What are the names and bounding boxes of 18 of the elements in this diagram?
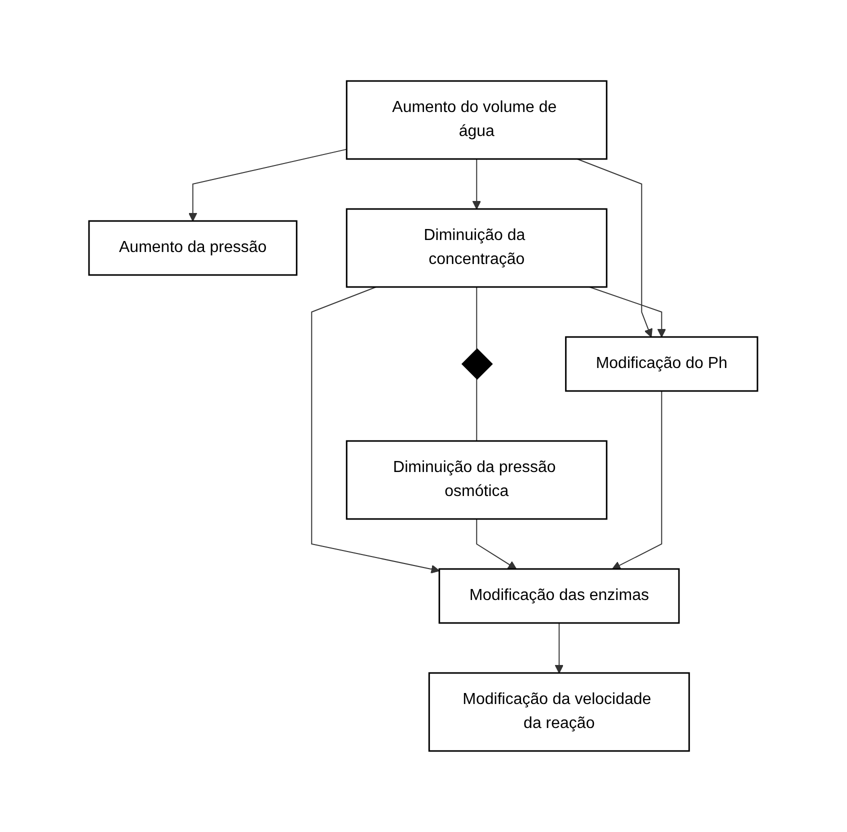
arrow xyxy=(555,622,564,674)
connector xyxy=(476,378,478,442)
arrow xyxy=(576,158,653,338)
arrow xyxy=(589,286,666,338)
arrow xyxy=(311,286,440,574)
node-box: Diminuição da pressão osmótica xyxy=(346,440,608,520)
node-diamond xyxy=(462,348,494,380)
arrow xyxy=(472,158,482,210)
connector xyxy=(476,286,478,350)
node-box: Aumento da pressão xyxy=(88,220,298,276)
arrow xyxy=(476,518,517,570)
node-box: Diminuição da concentração xyxy=(346,208,608,288)
arrow xyxy=(612,390,662,570)
node-box: Modificação da velocidade da reação xyxy=(428,672,690,752)
arrow xyxy=(188,148,348,222)
node-box: Modificação do Ph xyxy=(565,336,758,392)
node-box: Aumento do volume de água xyxy=(346,80,608,160)
node-box: Modificação das enzimas xyxy=(438,568,680,624)
